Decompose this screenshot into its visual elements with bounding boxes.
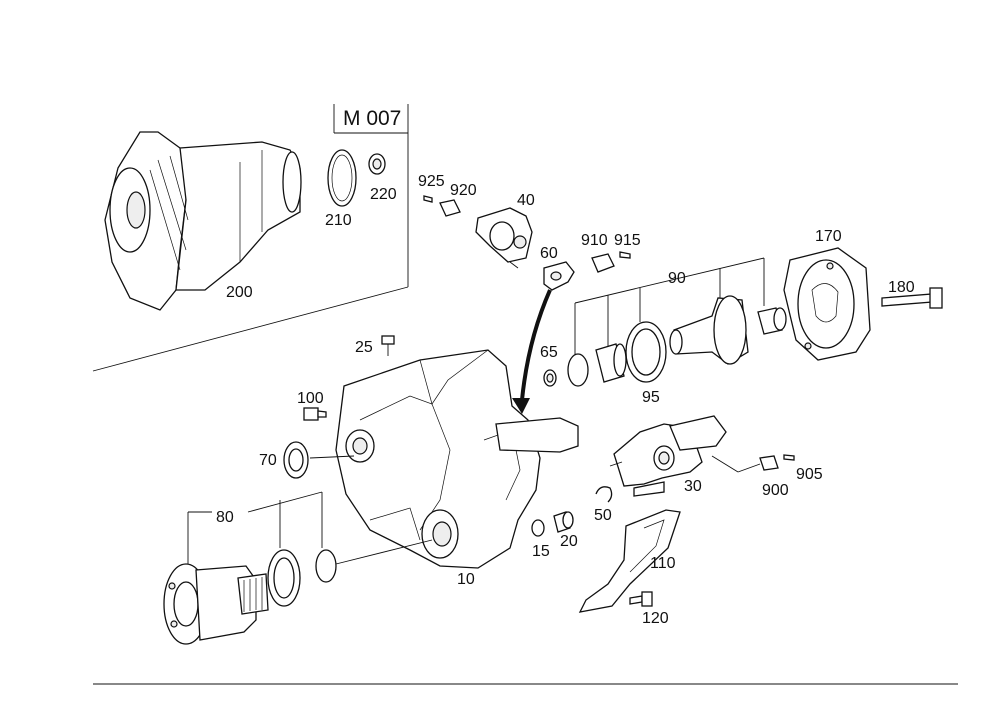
arrow-head-icon bbox=[512, 398, 530, 414]
part-90-callout-lines bbox=[574, 257, 765, 360]
group-boundary-lines bbox=[92, 104, 409, 372]
part-90-label: 90 bbox=[668, 270, 686, 287]
part-25-label: 25 bbox=[355, 339, 373, 356]
part-40-actuator bbox=[475, 207, 533, 269]
part-70-label: 70 bbox=[259, 452, 277, 469]
part-95-seal bbox=[625, 321, 667, 383]
part-120-label: 120 bbox=[642, 610, 669, 627]
part-110-bracket bbox=[578, 509, 681, 613]
group-code-label: M 007 bbox=[343, 107, 401, 130]
part-50-label: 50 bbox=[594, 507, 612, 524]
part-200-adapter-housing bbox=[104, 131, 302, 311]
part-920-label: 920 bbox=[450, 182, 477, 199]
part-910-label: 910 bbox=[581, 232, 608, 249]
part-80-output-flange bbox=[163, 563, 269, 645]
assembly-arrow bbox=[520, 289, 552, 401]
part-20-plug bbox=[553, 511, 574, 533]
part-40-label: 40 bbox=[517, 192, 535, 209]
part-60-bracket bbox=[543, 261, 575, 291]
part-180-label: 180 bbox=[888, 279, 915, 296]
part-65-label: 65 bbox=[540, 344, 558, 361]
part-915-screw bbox=[619, 251, 631, 259]
part-170-label: 170 bbox=[815, 228, 842, 245]
part-110-label: 110 bbox=[650, 555, 676, 572]
part-80-label: 80 bbox=[216, 509, 234, 526]
part-220-label: 220 bbox=[370, 186, 397, 203]
part-210-label: 210 bbox=[325, 212, 352, 229]
part-100-label: 100 bbox=[297, 390, 324, 407]
part-50-circlip bbox=[595, 486, 613, 503]
part-15-label: 15 bbox=[532, 543, 550, 560]
part-905-screw bbox=[783, 454, 795, 461]
part-905-label: 905 bbox=[796, 466, 823, 483]
callout-line-80-housing bbox=[335, 539, 433, 565]
part-80-seal bbox=[267, 549, 301, 607]
callout-line-70 bbox=[309, 455, 355, 459]
part-90-sleeve bbox=[595, 343, 627, 383]
part-30-label: 30 bbox=[684, 478, 702, 495]
part-910-sensor bbox=[591, 253, 615, 273]
part-220-plug bbox=[368, 153, 386, 175]
part-900-sensor bbox=[759, 455, 779, 471]
part-90-output-flange bbox=[669, 295, 749, 365]
part-90-ring bbox=[567, 353, 589, 387]
part-120-bolt bbox=[629, 591, 653, 607]
part-70-seal bbox=[283, 441, 309, 479]
part-920-sensor bbox=[439, 199, 461, 217]
part-15-seal-ring bbox=[531, 519, 545, 537]
part-30-actuator-motor bbox=[609, 415, 727, 497]
part-80-callout-lines bbox=[187, 491, 323, 566]
part-95-label: 95 bbox=[642, 389, 660, 406]
part-10-transfer-case-housing bbox=[335, 349, 579, 569]
part-100-bolt bbox=[303, 407, 327, 421]
part-925-label: 925 bbox=[418, 173, 445, 190]
part-25-breather bbox=[381, 335, 395, 356]
part-915-label: 915 bbox=[614, 232, 641, 249]
part-170-cover bbox=[783, 247, 871, 361]
part-20-label: 20 bbox=[560, 533, 578, 550]
part-180-bolt bbox=[881, 287, 943, 309]
part-900-label: 900 bbox=[762, 482, 789, 499]
callout-line-900 bbox=[711, 455, 739, 473]
part-65-washer bbox=[543, 369, 557, 387]
part-90-bushing bbox=[757, 307, 787, 335]
part-210-snap-ring bbox=[327, 149, 357, 207]
part-200-label: 200 bbox=[226, 284, 253, 301]
part-80-o-ring bbox=[315, 549, 337, 583]
part-925-screw bbox=[423, 195, 433, 203]
part-60-label: 60 bbox=[540, 245, 558, 262]
part-10-label: 10 bbox=[457, 571, 475, 588]
